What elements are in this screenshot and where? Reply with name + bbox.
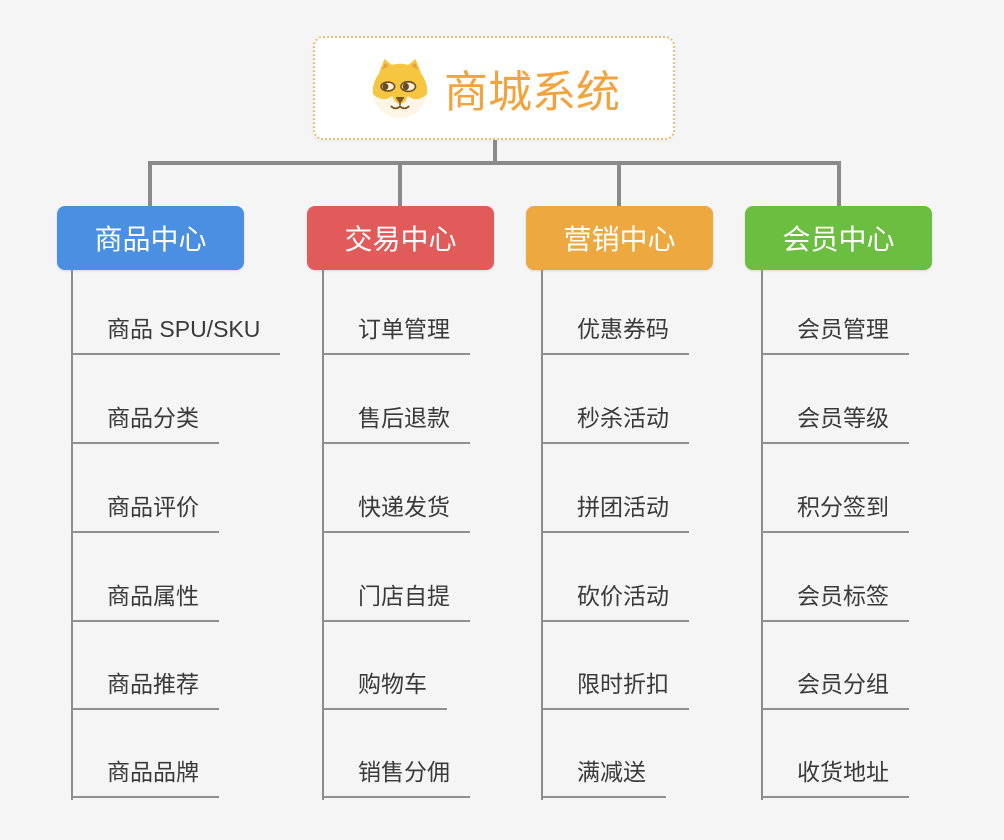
branch-node-marketing-center[interactable]: 营销中心 <box>526 206 713 270</box>
leaf-node[interactable]: 快递发货 <box>322 492 470 533</box>
leaf-node[interactable]: 秒杀活动 <box>541 403 689 444</box>
leaf-node[interactable]: 收货地址 <box>761 757 909 798</box>
connector-drop-member <box>837 161 841 206</box>
leaf-node[interactable]: 限时折扣 <box>541 669 689 710</box>
leaf-node[interactable]: 售后退款 <box>322 403 470 444</box>
leaf-node[interactable]: 门店自提 <box>322 581 470 622</box>
leaf-node[interactable]: 积分签到 <box>761 492 909 533</box>
leaf-node[interactable]: 购物车 <box>322 669 447 710</box>
trunk-line-product <box>71 270 73 800</box>
leaf-node[interactable]: 商品推荐 <box>71 669 219 710</box>
trunk-line-trade <box>322 270 324 800</box>
leaf-node[interactable]: 商品品牌 <box>71 757 219 798</box>
connector-root-stub <box>493 140 497 165</box>
leaf-node[interactable]: 砍价活动 <box>541 581 689 622</box>
connector-bus <box>148 161 841 165</box>
leaf-node[interactable]: 商品分类 <box>71 403 219 444</box>
leaf-node[interactable]: 拼团活动 <box>541 492 689 533</box>
branch-node-trade-center[interactable]: 交易中心 <box>307 206 494 270</box>
leaf-node[interactable]: 会员标签 <box>761 581 909 622</box>
leaf-node[interactable]: 会员分组 <box>761 669 909 710</box>
root-title: 商城系统 <box>444 68 620 117</box>
branch-node-product-center[interactable]: 商品中心 <box>57 206 244 270</box>
connector-drop-marketing <box>617 161 621 206</box>
leaf-node[interactable]: 商品评价 <box>71 492 219 533</box>
leaf-node[interactable]: 会员等级 <box>761 403 909 444</box>
dog-face-icon <box>372 58 428 119</box>
leaf-node[interactable]: 商品属性 <box>71 581 219 622</box>
root-node[interactable]: 商城系统 <box>313 36 675 140</box>
connector-drop-product <box>148 161 152 206</box>
leaf-node[interactable]: 商品 SPU/SKU <box>71 314 281 355</box>
leaf-node[interactable]: 销售分佣 <box>322 757 470 798</box>
trunk-line-member <box>761 270 763 800</box>
trunk-line-marketing <box>541 270 543 800</box>
leaf-node[interactable]: 优惠券码 <box>541 314 689 355</box>
branch-node-member-center[interactable]: 会员中心 <box>745 206 932 270</box>
leaf-node[interactable]: 满减送 <box>541 757 666 798</box>
leaf-node[interactable]: 会员管理 <box>761 314 909 355</box>
leaf-node[interactable]: 订单管理 <box>322 314 470 355</box>
connector-drop-trade <box>398 161 402 206</box>
